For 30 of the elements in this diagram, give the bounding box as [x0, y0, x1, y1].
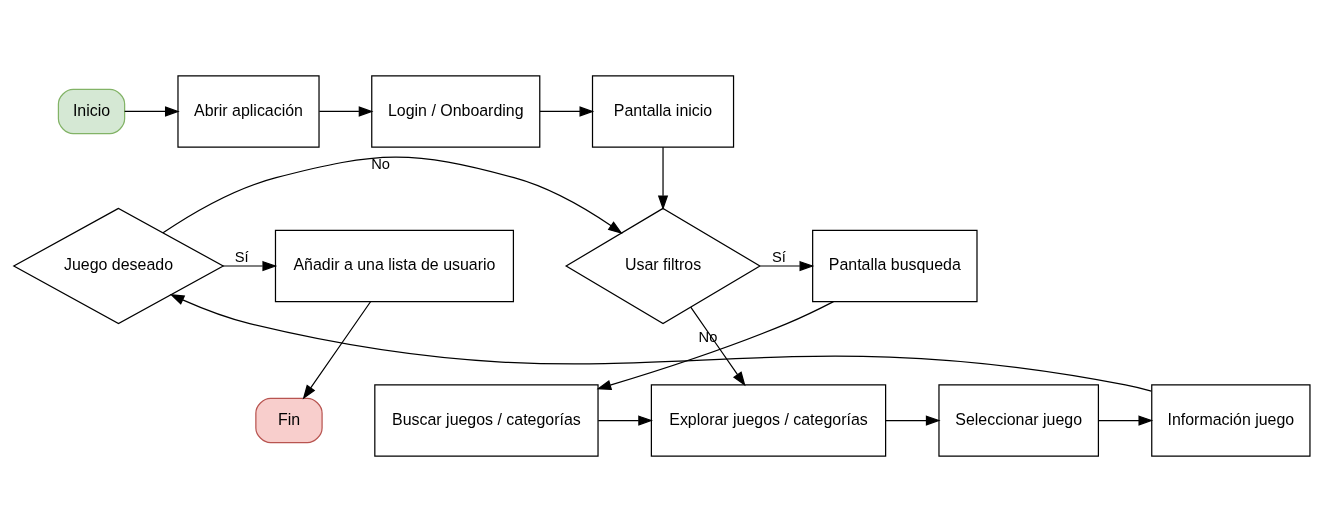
node-box: Explorar juegos / categorías: [650, 383, 887, 457]
node-diamond: Usar filtros: [564, 207, 762, 324]
node-box: Login / Onboarding: [371, 74, 541, 148]
node-box: Inicio: [57, 88, 126, 134]
node-box: Información juego: [1151, 383, 1311, 457]
edge-label: No: [371, 155, 390, 172]
arrow: [657, 146, 669, 210]
arrow: [690, 306, 746, 386]
node-box: Seleccionar juego: [938, 383, 1100, 457]
arrow: [539, 105, 595, 117]
arrow: [302, 300, 372, 400]
arrow: [885, 414, 941, 426]
arrow: [124, 105, 180, 117]
arrow: [1098, 414, 1154, 426]
edge-label: Sí: [771, 248, 786, 265]
node-box: Buscar juegos / categorías: [374, 383, 599, 457]
node-box: Añadir a una lista de usuario: [274, 229, 515, 302]
arrow: [222, 260, 278, 271]
arrow: [169, 293, 1152, 392]
node-box: Pantalla inicio: [591, 74, 735, 148]
node-box: Pantalla busqueda: [812, 229, 978, 302]
arrow: [759, 260, 815, 271]
node-diamond: Juego deseado: [12, 207, 225, 324]
node-box: Fin: [255, 397, 323, 443]
node-box: Abrir aplicación: [177, 74, 320, 148]
arrow: [318, 105, 374, 117]
arrow: [162, 156, 623, 234]
edge-label: Sí: [234, 248, 249, 265]
arrow: [596, 300, 835, 390]
arrow: [597, 414, 653, 426]
